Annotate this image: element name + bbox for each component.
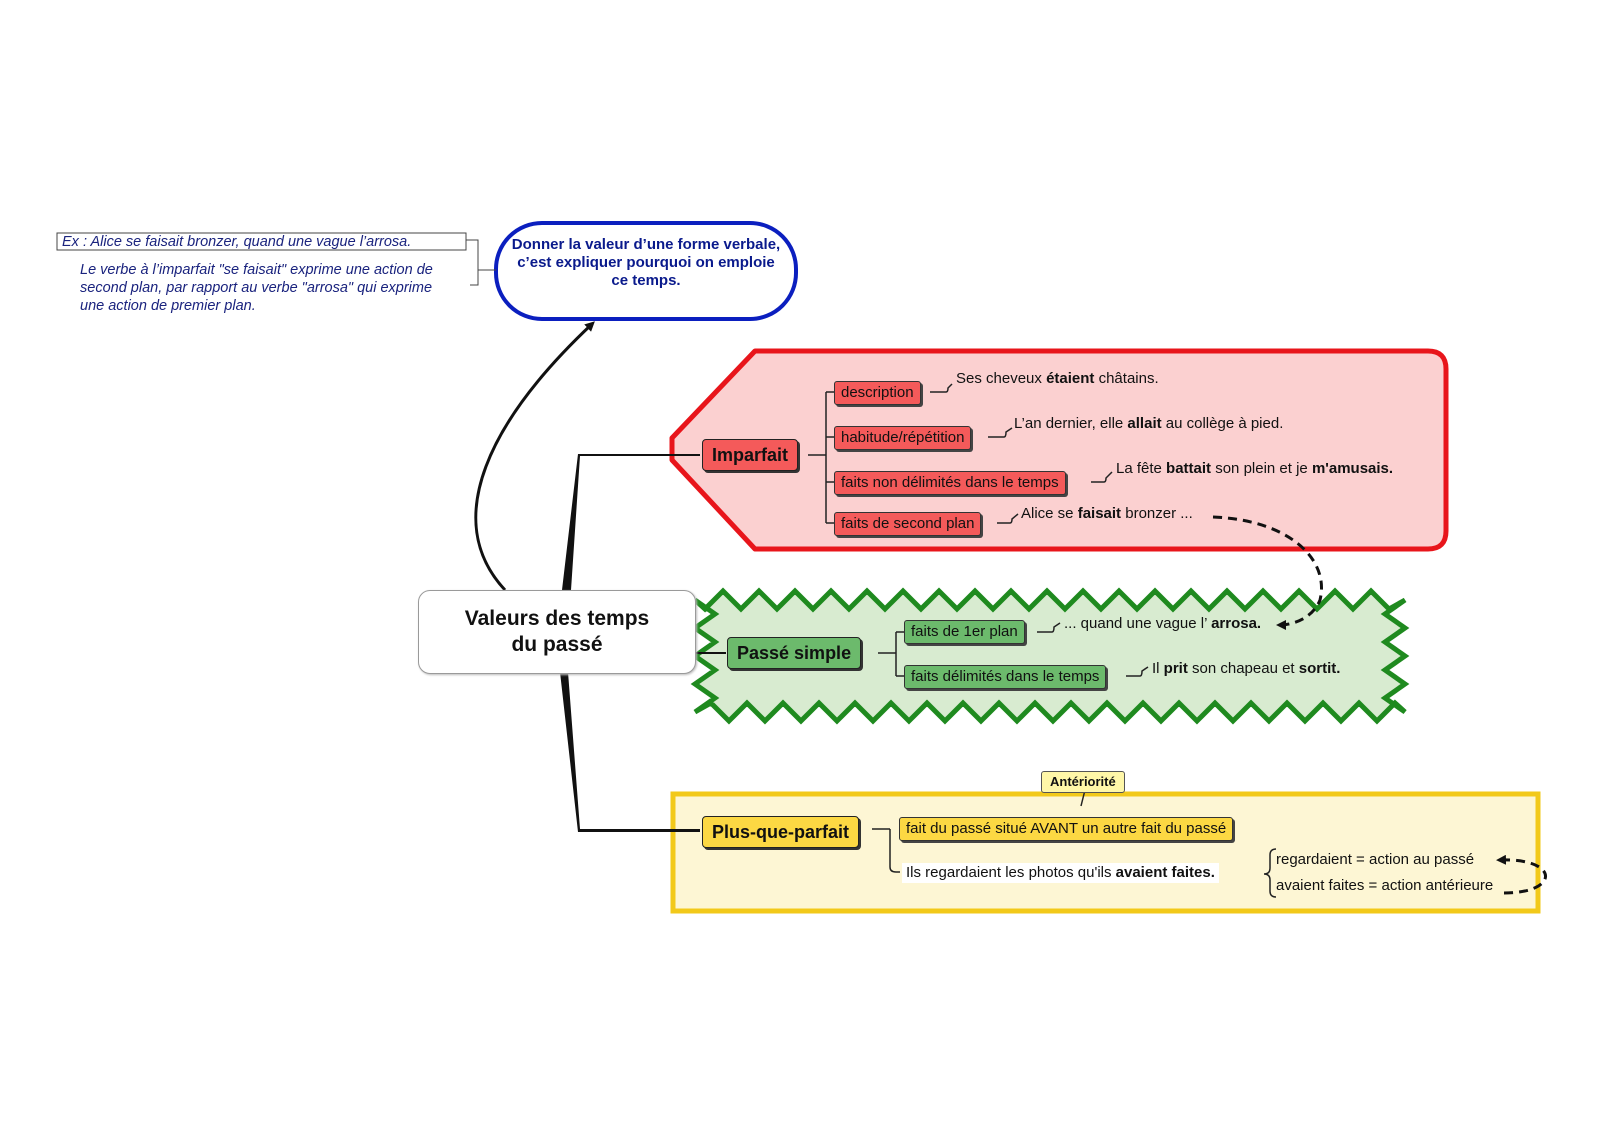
definition-text: Donner la valeur d’une forme verbale, c’… <box>511 236 781 289</box>
example-premier-plan: ... quand une vague l’ arrosa. <box>1064 615 1262 632</box>
explain-avaient-faites: avaient faites = action antérieure <box>1276 877 1494 894</box>
plus-que-parfait-boundary <box>670 791 1541 914</box>
tag-premier-plan[interactable]: faits de 1er plan <box>904 620 1025 644</box>
central-topic-line2: du passé <box>511 633 603 656</box>
tag-fait-avant[interactable]: fait du passé situé AVANT un autre fait … <box>899 817 1234 841</box>
explain-regardaient: regardaient = action au passé <box>1276 851 1475 868</box>
link-second-plan-to-premier-plan <box>1212 515 1323 630</box>
definition-bubble <box>494 221 798 321</box>
passe-simple-connectors <box>878 622 1149 677</box>
example-habitude: L’an dernier, elle allait au collège à p… <box>1014 415 1284 432</box>
link-anteriority <box>1496 854 1547 895</box>
branch-imparfait <box>562 454 700 590</box>
plus-que-parfait-connectors <box>872 789 1277 898</box>
imparfait-topic[interactable]: Imparfait <box>702 439 799 471</box>
example-second-plan: Alice se faisait bronzer ... <box>1021 505 1193 522</box>
note-connector <box>56 232 496 286</box>
passe-simple-boundary <box>690 587 1410 725</box>
tag-faits-delimites[interactable]: faits délimités dans le temps <box>904 665 1107 689</box>
example-description: Ses cheveux étaient châtains. <box>956 370 1159 387</box>
anteriorite-callout: Antériorité <box>1041 771 1125 793</box>
note-example: Ex : Alice se faisait bronzer, quand une… <box>62 234 412 250</box>
tag-description[interactable]: description <box>834 381 921 405</box>
imparfait-connectors <box>808 383 1113 524</box>
passe-simple-topic[interactable]: Passé simple <box>727 637 862 669</box>
central-topic[interactable]: Valeurs des temps du passé <box>418 590 696 674</box>
example-faits-non-delimites: La fête battait son plein et je m'amusai… <box>1116 460 1394 477</box>
note-explanation: Le verbe à l’imparfait "se faisait" expr… <box>80 262 433 314</box>
tag-faits-non-delimites[interactable]: faits non délimités dans le temps <box>834 471 1066 495</box>
tag-habitude[interactable]: habitude/répétition <box>834 426 972 450</box>
central-topic-line1: Valeurs des temps <box>464 607 650 630</box>
tag-second-plan[interactable]: faits de second plan <box>834 512 982 536</box>
example-faits-delimites: Il prit son chapeau et sortit. <box>1152 660 1341 677</box>
definition-arrow <box>474 321 595 592</box>
example-plus-que-parfait: Ils regardaient les photos qu'ils avaien… <box>902 863 1219 883</box>
plus-que-parfait-topic[interactable]: Plus-que-parfait <box>702 816 860 848</box>
